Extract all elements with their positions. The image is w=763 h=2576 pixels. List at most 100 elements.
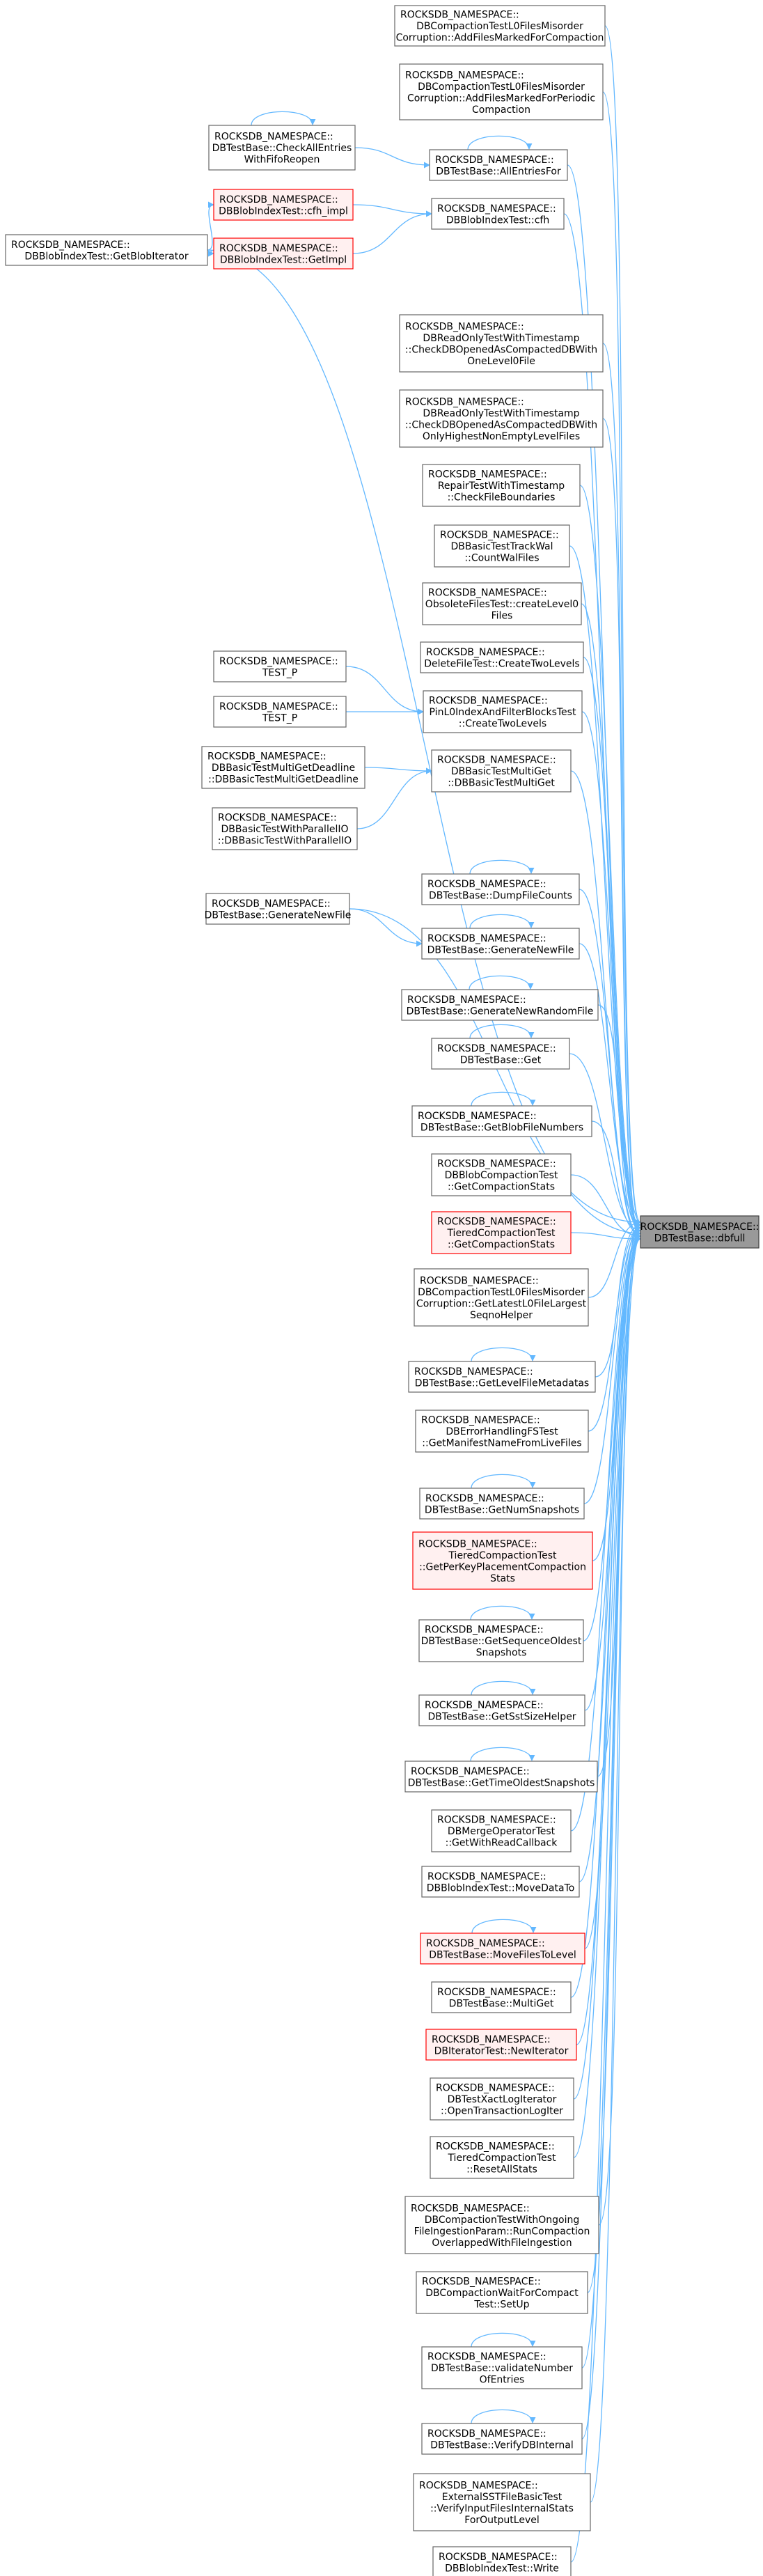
node-n47[interactable]: ROCKSDB_NAMESPACE::DBTestBase::VerifyDBI… (421, 2423, 583, 2455)
node-box (213, 696, 347, 728)
node-box (421, 2346, 583, 2389)
node-label-line: ROCKSDB_NAMESPACE:: (219, 656, 338, 667)
node-n43[interactable]: ROCKSDB_NAMESPACE::TieredCompactionTest:… (430, 2136, 574, 2179)
node-label-line: ROCKSDB_NAMESPACE:: (425, 1493, 544, 1504)
node-n21[interactable]: ROCKSDB_NAMESPACE::DBTestBase::DumpFileC… (421, 873, 580, 905)
node-n33[interactable]: ROCKSDB_NAMESPACE::TieredCompactionTest:… (412, 1531, 593, 1590)
node-label-line: ROCKSDB_NAMESPACE:: (437, 1043, 556, 1054)
node-n25[interactable]: ROCKSDB_NAMESPACE::DBTestBase::Get (431, 1038, 570, 1070)
node-n26[interactable]: ROCKSDB_NAMESPACE::DBTestBase::GetBlobFi… (411, 1105, 592, 1137)
node-label-line: DBBlobIndexTest::GetBlobIterator (24, 251, 188, 262)
edge-n36-self-loop (470, 1747, 535, 1762)
node-box (431, 1211, 572, 1254)
node-label-line: Compaction (472, 104, 530, 116)
node-n45[interactable]: ROCKSDB_NAMESPACE::DBCompactionWaitForCo… (416, 2271, 588, 2314)
node-n4[interactable]: ROCKSDB_NAMESPACE::DBTestBase::CheckAllE… (208, 125, 356, 171)
node-label-line: ROCKSDB_NAMESPACE:: (212, 898, 331, 910)
node-label-line: Files (491, 611, 513, 622)
node-label-line: ROCKSDB_NAMESPACE:: (219, 701, 338, 712)
node-label-line: DBBlobIndexTest::cfh (446, 214, 549, 226)
node-box (431, 198, 565, 230)
node-box (421, 873, 580, 905)
node-n13[interactable]: ROCKSDB_NAMESPACE::ObsoleteFilesTest::cr… (422, 582, 582, 625)
edge-n39-self-loop (471, 1919, 537, 1934)
node-n20[interactable]: ROCKSDB_NAMESPACE::DBBasicTestWithParall… (212, 807, 358, 850)
node-n19[interactable]: ROCKSDB_NAMESPACE::DBBasicTestMultiGetDe… (201, 746, 365, 789)
node-n5[interactable]: ROCKSDB_NAMESPACE::DBBlobIndexTest::cfh (431, 198, 565, 230)
edge-n18-to-target (570, 770, 641, 1240)
node-n24[interactable]: ROCKSDB_NAMESPACE::DBTestBase::GenerateN… (401, 989, 599, 1021)
node-n46[interactable]: ROCKSDB_NAMESPACE::DBTestBase::validateN… (421, 2346, 583, 2389)
edge-n43-to-target (573, 1219, 641, 2158)
node-n12[interactable]: ROCKSDB_NAMESPACE::DBBasicTestTrackWal::… (434, 524, 570, 568)
node-n44[interactable]: ROCKSDB_NAMESPACE::DBCompactionTestWithO… (404, 2196, 599, 2254)
node-box (418, 1694, 585, 1726)
node-n7[interactable]: ROCKSDB_NAMESPACE::DBBlobIndexTest::GetI… (213, 237, 354, 270)
node-n27[interactable]: ROCKSDB_NAMESPACE::DBBlobCompactionTest:… (431, 1153, 572, 1196)
edge-n29-to-target (588, 1219, 641, 1298)
node-box (414, 1268, 589, 1327)
edge-n25-to-target (569, 1053, 641, 1234)
edge-n11-to-target (579, 485, 641, 1226)
node-n18[interactable]: ROCKSDB_NAMESPACE::DBBasicTestMultiGet::… (431, 749, 572, 793)
node-n10[interactable]: ROCKSDB_NAMESPACE::DBReadOnlyTestWithTim… (399, 389, 604, 448)
node-label-line: ROCKSDB_NAMESPACE:: (407, 994, 526, 1006)
node-n8[interactable]: ROCKSDB_NAMESPACE::DBBlobIndexTest::GetB… (5, 234, 208, 266)
node-label-line: ROCKSDB_NAMESPACE:: (405, 70, 524, 81)
edge-n23-self-loop (469, 914, 535, 929)
node-box (205, 893, 350, 925)
node-n16[interactable]: ROCKSDB_NAMESPACE::TEST_P (213, 650, 347, 682)
node-n23[interactable]: ROCKSDB_NAMESPACE::DBTestBase::GenerateN… (421, 928, 580, 960)
node-n32[interactable]: ROCKSDB_NAMESPACE::DBTestBase::GetNumSna… (419, 1488, 585, 1520)
node-n34[interactable]: ROCKSDB_NAMESPACE::DBTestBase::GetSequen… (418, 1619, 584, 1662)
node-n48[interactable]: ROCKSDB_NAMESPACE::ExternalSSTFileBasicT… (413, 2473, 591, 2531)
node-label-line: ::CheckDBOpenedAsCompactedDBWith (405, 419, 597, 430)
node-box (422, 582, 582, 625)
node-n41[interactable]: ROCKSDB_NAMESPACE::DBIteratorTest::NewIt… (425, 2029, 577, 2061)
node-n6[interactable]: ROCKSDB_NAMESPACE::DBBlobIndexTest::cfh_… (213, 189, 354, 221)
node-label-line: ROCKSDB_NAMESPACE:: (429, 696, 548, 707)
node-n49[interactable]: ROCKSDB_NAMESPACE::DBBlobIndexTest::Writ… (432, 2546, 572, 2576)
node-n28[interactable]: ROCKSDB_NAMESPACE::TieredCompactionTest:… (431, 1211, 572, 1254)
node-box (201, 746, 365, 789)
node-n31[interactable]: ROCKSDB_NAMESPACE::DBErrorHandlingFSTest… (415, 1410, 589, 1453)
node-n3[interactable]: ROCKSDB_NAMESPACE::DBTestBase::AllEntrie… (429, 149, 568, 181)
node-n14[interactable]: ROCKSDB_NAMESPACE::DeleteFileTest::Creat… (420, 641, 584, 673)
node-n15[interactable]: ROCKSDB_NAMESPACE::PinL0IndexAndFilterBl… (423, 690, 583, 733)
node-n38[interactable]: ROCKSDB_NAMESPACE::DBBlobIndexTest::Move… (421, 1866, 580, 1898)
node-n37[interactable]: ROCKSDB_NAMESPACE::DBMergeOperatorTest::… (431, 1809, 572, 1852)
node-label-line: DBBlobIndexTest::MoveDataTo (427, 1882, 575, 1894)
node-label-line: DBCompactionTestL0FilesMisorder (418, 81, 585, 93)
node-label-line: TieredCompactionTest (448, 1550, 557, 1561)
node-n39[interactable]: ROCKSDB_NAMESPACE::DBTestBase::MoveFiles… (420, 1933, 585, 1965)
node-n9[interactable]: ROCKSDB_NAMESPACE::DBReadOnlyTestWithTim… (399, 314, 604, 373)
node-label-line: SeqnoHelper (470, 1310, 533, 1321)
node-label-line: ::ResetAllStats (466, 2164, 537, 2176)
node-label-line: DBTestBase::GetSequenceOldest (421, 1636, 582, 1647)
node-n2[interactable]: ROCKSDB_NAMESPACE::DBCompactionTestL0Fil… (399, 63, 604, 120)
node-n36[interactable]: ROCKSDB_NAMESPACE::DBTestBase::GetTimeOl… (404, 1761, 598, 1793)
node-label-line: DBTestBase::GenerateNewFile (427, 944, 574, 955)
node-n30[interactable]: ROCKSDB_NAMESPACE::DBTestBase::GetLevelF… (408, 1361, 596, 1393)
edge-n30-self-loop (471, 1347, 536, 1362)
node-label-line: FileIngestionParam::RunCompaction (414, 2226, 590, 2237)
node-label-line: ROCKSDB_NAMESPACE:: (419, 2480, 538, 2491)
node-box (413, 2473, 591, 2531)
node-n29[interactable]: ROCKSDB_NAMESPACE::DBCompactionTestL0Fil… (414, 1268, 589, 1327)
node-label-line: DeleteFileTest::CreateTwoLevels (424, 658, 579, 669)
node-n17[interactable]: ROCKSDB_NAMESPACE::TEST_P (213, 696, 347, 728)
node-n1[interactable]: ROCKSDB_NAMESPACE::DBCompactionTestL0Fil… (394, 5, 606, 47)
node-label-line: ROCKSDB_NAMESPACE:: (427, 933, 546, 944)
node-n35[interactable]: ROCKSDB_NAMESPACE::DBTestBase::GetSstSiz… (418, 1694, 585, 1726)
node-n11[interactable]: ROCKSDB_NAMESPACE::RepairTestWithTimesta… (422, 464, 581, 507)
node-label-line: ROCKSDB_NAMESPACE:: (418, 1538, 537, 1549)
node-box (423, 690, 583, 733)
node-label-line: ::DBBasicTestMultiGetDeadline (208, 774, 359, 786)
node-label-line: DBTestBase::GenerateNewFile (205, 910, 352, 921)
node-n22[interactable]: ROCKSDB_NAMESPACE::DBTestBase::GenerateN… (205, 893, 352, 925)
node-n40[interactable]: ROCKSDB_NAMESPACE::DBTestBase::MultiGet (431, 1981, 572, 2013)
node-box (431, 749, 572, 793)
node-label-line: DBCompactionTestL0FilesMisorder (416, 21, 583, 32)
node-n42[interactable]: ROCKSDB_NAMESPACE::DBTestXactLogIterator… (430, 2077, 574, 2121)
node-target[interactable]: ROCKSDB_NAMESPACE::DBTestBase::dbfull (640, 1215, 760, 1249)
